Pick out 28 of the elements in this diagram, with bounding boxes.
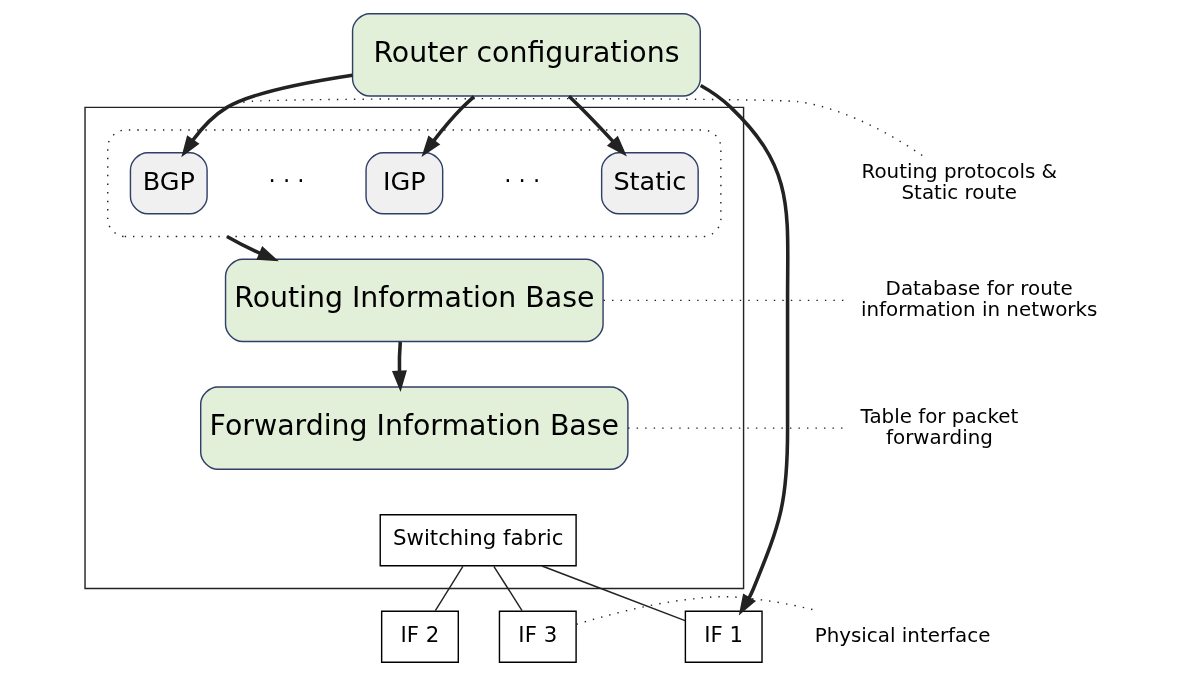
node-text: Routing protocols & Static route xyxy=(861,159,1057,205)
node-box: BGP xyxy=(129,152,208,215)
connector xyxy=(201,97,924,157)
node-box: IF 2 xyxy=(380,610,459,663)
arrow xyxy=(699,83,790,616)
arrow xyxy=(225,234,279,262)
node-box: IF 1 xyxy=(684,610,763,663)
label: · · · xyxy=(268,167,305,194)
node-box: Forwarding Information Base xyxy=(199,386,629,470)
connector xyxy=(434,565,464,612)
node-text: Physical interface xyxy=(814,624,990,648)
node-box: IGP xyxy=(364,152,443,215)
label: · · · xyxy=(503,167,540,194)
cluster xyxy=(83,106,744,590)
arrow xyxy=(567,94,627,157)
node-text: Database for route information in networks xyxy=(860,277,1097,322)
node-box: Router configurations xyxy=(351,13,701,97)
arrow xyxy=(180,73,353,158)
connector xyxy=(540,565,686,622)
node-box: Routing Information Base xyxy=(224,258,604,343)
node-box: IF 3 xyxy=(498,610,577,663)
arrow xyxy=(421,95,475,157)
node-box: Static xyxy=(600,152,699,215)
arrow xyxy=(391,341,407,392)
node-box: Switching fabric xyxy=(379,514,577,567)
connector xyxy=(492,565,523,612)
node-text: Table for packet forwarding xyxy=(860,404,1018,450)
cluster xyxy=(106,129,722,238)
